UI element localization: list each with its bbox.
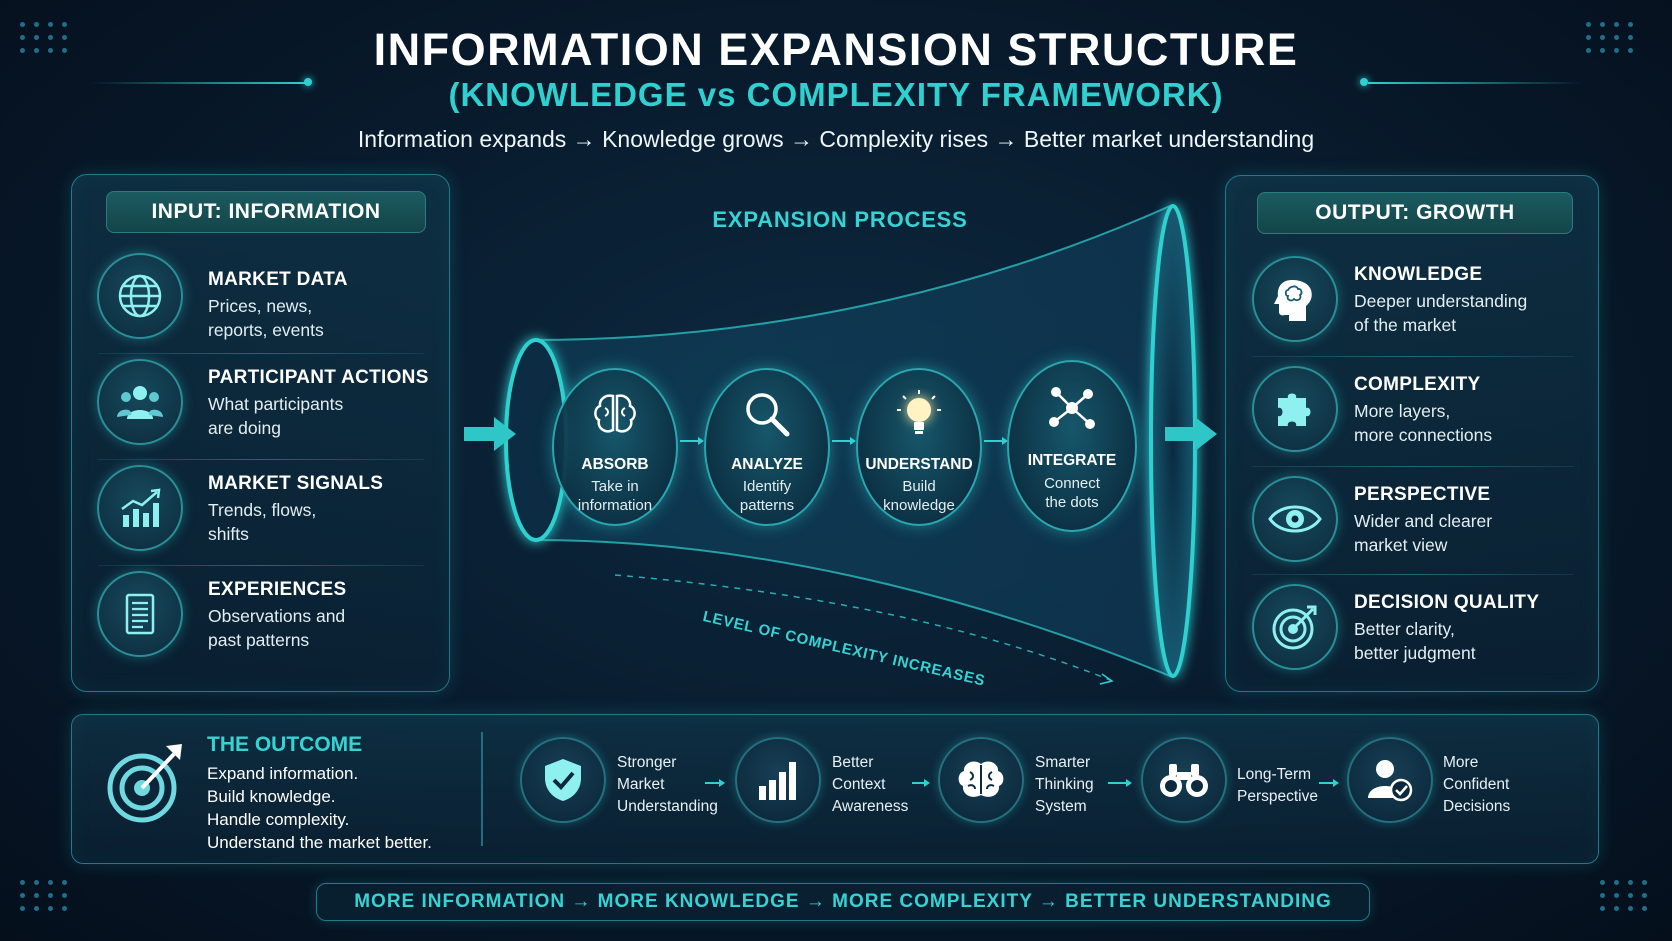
- dot-grid-bottom-left: [20, 880, 68, 911]
- chart-up-icon: [97, 465, 183, 551]
- network-icon: [1049, 387, 1095, 429]
- input-separator: [98, 353, 424, 354]
- output-panel: OUTPUT: GROWTH KNOWLEDGE Deeper understa…: [1225, 175, 1599, 692]
- outcome-panel: [71, 714, 1599, 864]
- input-separator: [98, 459, 424, 460]
- benefit-arrow: [705, 779, 725, 786]
- step-arrow: [680, 437, 704, 444]
- output-separator: [1252, 574, 1574, 575]
- input-panel: INPUT: INFORMATION MARKET DATA Prices, n…: [71, 174, 450, 692]
- puzzle-icon: [1252, 366, 1338, 452]
- globe-icon: [97, 253, 183, 339]
- title-dot-left: [304, 78, 312, 86]
- lightbulb-icon: [897, 390, 941, 434]
- process-step-label: ABSORB: [581, 456, 649, 473]
- outcome-divider: [481, 732, 483, 846]
- input-item-title: EXPERIENCES: [208, 579, 347, 600]
- output-item-title: COMPLEXITY: [1354, 374, 1481, 395]
- input-panel-heading: INPUT: INFORMATION: [106, 191, 426, 233]
- process-step-label: UNDERSTAND: [865, 456, 973, 473]
- process-step-label: ANALYZE: [731, 456, 803, 473]
- target-icon: [1252, 584, 1338, 670]
- input-item-market-signals: MARKET SIGNALS Trends, flows,shifts: [72, 465, 449, 565]
- outcome-line: Expand information.: [207, 764, 359, 783]
- people-icon: [97, 359, 183, 445]
- page-subtitle: (KNOWLEDGE vs COMPLEXITY FRAMEWORK): [448, 76, 1224, 113]
- output-item-desc: Better clarity,better judgment: [1354, 619, 1476, 663]
- benefit-arrow: [1319, 779, 1339, 786]
- outcome-title: THE OUTCOME: [207, 733, 363, 756]
- outcome-line: Handle complexity.: [207, 810, 350, 829]
- user-check-icon: [1347, 737, 1433, 823]
- output-item-title: KNOWLEDGE: [1354, 264, 1483, 285]
- step-arrow: [984, 437, 1008, 444]
- magnifier-icon: [746, 393, 790, 437]
- dot-grid-top-right: [1586, 22, 1634, 53]
- step-arrow: [832, 437, 856, 444]
- input-item-title: MARKET DATA: [208, 269, 348, 290]
- expansion-process-heading: EXPANSION PROCESS: [712, 207, 968, 232]
- output-item-title: DECISION QUALITY: [1354, 592, 1540, 613]
- footer-summary: MORE INFORMATION → MORE KNOWLEDGE → MORE…: [316, 883, 1370, 921]
- bar-chart-icon: [735, 737, 821, 823]
- output-panel-heading: OUTPUT: GROWTH: [1257, 192, 1573, 234]
- outcome-line: Understand the market better.: [207, 833, 432, 852]
- output-item-desc: More layers,more connections: [1354, 401, 1493, 445]
- input-item-desc: Trends, flows,shifts: [208, 500, 317, 544]
- benefit-arrow: [912, 779, 930, 786]
- head-brain-icon: [1252, 256, 1338, 342]
- input-item-market-data: MARKET DATA Prices, news,reports, events: [72, 253, 449, 353]
- output-separator: [1252, 466, 1574, 467]
- title-line-right: [1368, 82, 1584, 84]
- outcome-line: Build knowledge.: [207, 787, 336, 806]
- process-step-label: INTEGRATE: [1027, 452, 1117, 469]
- output-separator: [1252, 356, 1574, 357]
- outcome-target-icon: [107, 744, 182, 823]
- arrow-input-to-process: [464, 417, 516, 451]
- shield-check-icon: [520, 737, 606, 823]
- title-dot-right: [1360, 78, 1368, 86]
- input-separator: [98, 565, 424, 566]
- arrow-process-to-output: [1165, 417, 1217, 451]
- title-line-left: [90, 82, 306, 84]
- benefit-arrow: [1108, 779, 1132, 786]
- page-title: INFORMATION EXPANSION STRUCTURE: [373, 24, 1299, 75]
- output-item-complexity: COMPLEXITY More layers,more connections: [1226, 366, 1598, 466]
- dot-grid-top-left: [20, 22, 68, 53]
- document-icon: [97, 571, 183, 657]
- page-tagline: Information expands → Knowledge grows → …: [357, 126, 1315, 152]
- binoculars-icon: [1141, 737, 1227, 823]
- output-item-title: PERSPECTIVE: [1354, 484, 1491, 505]
- output-item-decision-quality: DECISION QUALITY Better clarity,better j…: [1226, 584, 1598, 684]
- input-item-desc: Prices, news,reports, events: [208, 296, 324, 340]
- input-item-title: PARTICIPANT ACTIONS: [208, 367, 429, 388]
- input-item-title: MARKET SIGNALS: [208, 473, 384, 494]
- brain-icon: [594, 394, 636, 433]
- eye-icon: [1252, 476, 1338, 562]
- dot-grid-bottom-right: [1600, 880, 1648, 911]
- brain-icon: [938, 737, 1024, 823]
